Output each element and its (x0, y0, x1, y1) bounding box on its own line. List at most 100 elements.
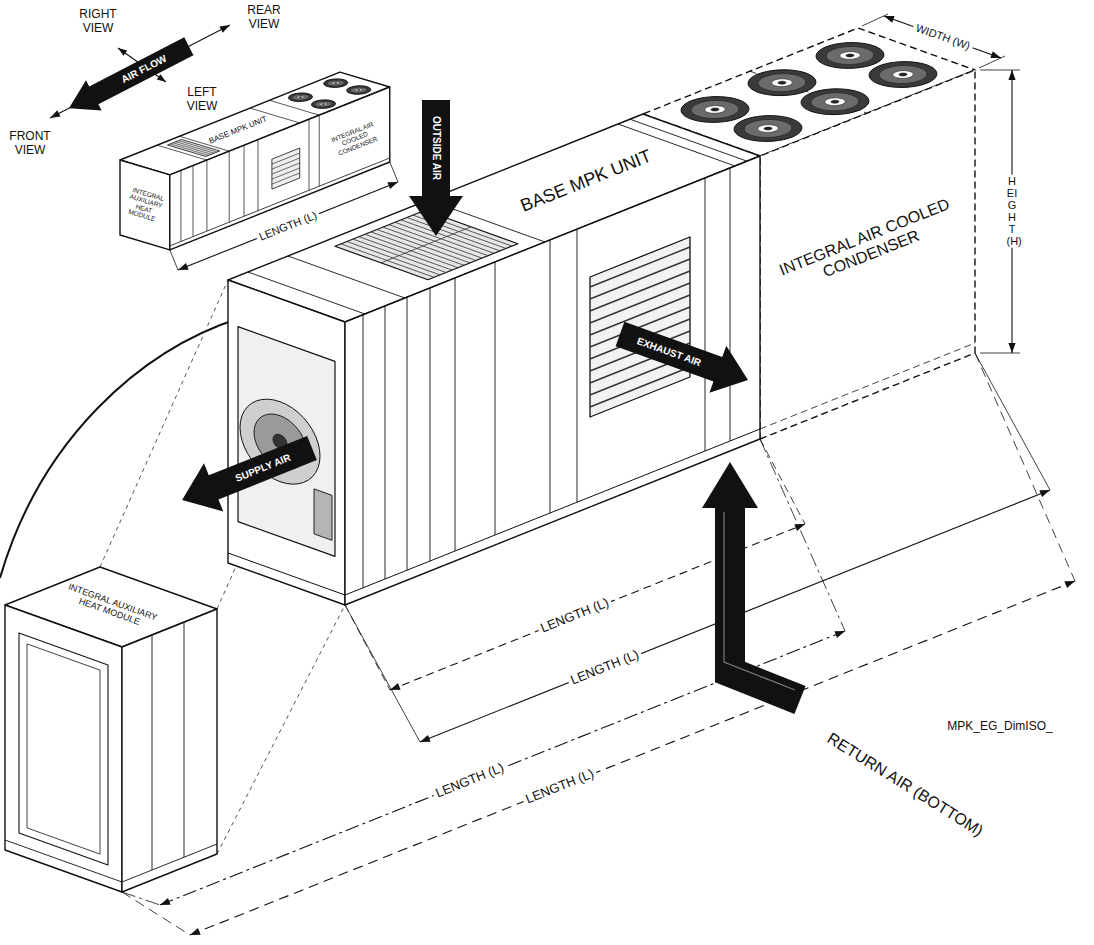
louver-blade (590, 259, 690, 299)
fan-hub (899, 73, 907, 76)
fan-hub (322, 104, 325, 105)
fan-hub-ring (297, 96, 304, 99)
fan-hub-ring (332, 82, 339, 85)
extension-line (975, 353, 1075, 581)
louver-blade (272, 163, 300, 174)
dimension-label: LENGTH (L) (431, 760, 509, 803)
airflow-arrow (69, 37, 194, 110)
airflow-label: AIR FLOW (120, 53, 169, 86)
module-side (122, 609, 217, 892)
louver-blade (590, 247, 690, 287)
panel-seam (705, 178, 706, 451)
dimension-arrowhead (884, 16, 895, 23)
part-label: INTEGRAL AIR COOLED CONDENSER (322, 117, 388, 161)
panel-seam (577, 229, 578, 502)
return-air-arrow (730, 506, 800, 700)
grille-slat (176, 142, 214, 153)
fan-hub-ring (825, 98, 845, 106)
louver-blade (272, 153, 300, 164)
view-arrowhead (50, 110, 61, 118)
extension-line (975, 353, 1050, 490)
return-air-highlight (724, 512, 795, 690)
part-label: INTEGRAL AIR COOLED CONDENSER (768, 192, 967, 300)
part-label: INTEGRAL AUXILIARY HEAT MODULE (55, 578, 167, 635)
dimension-arrowhead (1008, 70, 1015, 80)
view-axis (50, 25, 230, 118)
dimension-arrowhead (990, 51, 1001, 58)
view-label: LEFT VIEW (178, 86, 226, 114)
dimension-arrowhead (390, 683, 401, 690)
fan-hub (778, 81, 786, 84)
module-seam (152, 635, 153, 870)
return-air-arrowhead (702, 462, 758, 508)
fan-hub (334, 83, 337, 84)
length-dimension (190, 581, 1075, 935)
dimension-arrowhead (1008, 343, 1015, 353)
dimension-label: WIDTH (W) (911, 20, 974, 53)
inset-seam (319, 115, 320, 186)
inset-seam (229, 151, 230, 222)
dimension-label: HEIGHT (H) (1004, 175, 1021, 248)
inset-rail (170, 158, 390, 246)
louver-blade (590, 283, 690, 323)
exhaust-louver (590, 237, 690, 417)
fan-blades (292, 94, 309, 100)
condenser-rail (760, 343, 975, 429)
louver-blade (590, 367, 690, 407)
extension-line (760, 439, 845, 631)
base-rail (228, 553, 345, 595)
dimension-arrowhead (1064, 581, 1075, 588)
fan-hub (711, 108, 719, 111)
exhaust-air-arrow (616, 322, 748, 393)
base-front (228, 280, 345, 605)
fan-motor (314, 489, 332, 540)
fan-hub (831, 100, 839, 103)
module-door-panel (27, 644, 100, 854)
inset-roof-seam (269, 100, 319, 115)
condenser-fan (288, 93, 312, 101)
inset-seam (193, 166, 194, 237)
fan-hub-ring (772, 79, 792, 87)
dimension-arrowhead (160, 898, 171, 905)
inset-seam (257, 140, 258, 211)
dimension-label: LENGTH (L) (254, 208, 321, 245)
roof-seam (248, 272, 365, 314)
fan-hub (764, 127, 772, 130)
extension-line (980, 353, 1020, 354)
view-arrowhead (157, 74, 166, 82)
extension-line (760, 439, 805, 524)
panel-seam (550, 240, 551, 513)
dimension-arrowhead (420, 735, 431, 742)
inset-seam (309, 119, 310, 190)
dimension-layer (122, 14, 1075, 935)
fan-blades (350, 87, 367, 93)
inset-front (120, 160, 170, 250)
extension-line (122, 892, 160, 905)
break-line (0, 318, 240, 578)
airflow-arrows (182, 100, 800, 700)
inset-louver (272, 148, 300, 189)
dimension-label: LENGTH (L) (566, 647, 644, 690)
condenser-fan (734, 116, 802, 142)
inset-unit (120, 72, 390, 250)
heat-module (5, 567, 217, 892)
inset-side (170, 87, 390, 250)
outside-air-arrow (409, 100, 463, 236)
panel-seam (363, 315, 364, 588)
part-label: BASE MPK UNIT (207, 115, 268, 146)
louver-blade (272, 158, 300, 169)
fan-blades (758, 74, 806, 92)
airflow-label: OUTSIDE AIR (430, 116, 442, 180)
dimension-arrowhead (794, 524, 805, 531)
module-rail (5, 840, 122, 882)
dimension-arrowhead (178, 263, 189, 270)
inset-seam (206, 160, 207, 231)
fan-blades (826, 46, 874, 64)
airflow-label: SUPPLY AIR (233, 451, 292, 483)
fan-blades (811, 93, 859, 111)
dimension-arrowhead (190, 928, 201, 935)
view-arrowhead (118, 48, 127, 56)
fan-hub-ring (893, 71, 913, 79)
panel-seam (730, 168, 731, 441)
